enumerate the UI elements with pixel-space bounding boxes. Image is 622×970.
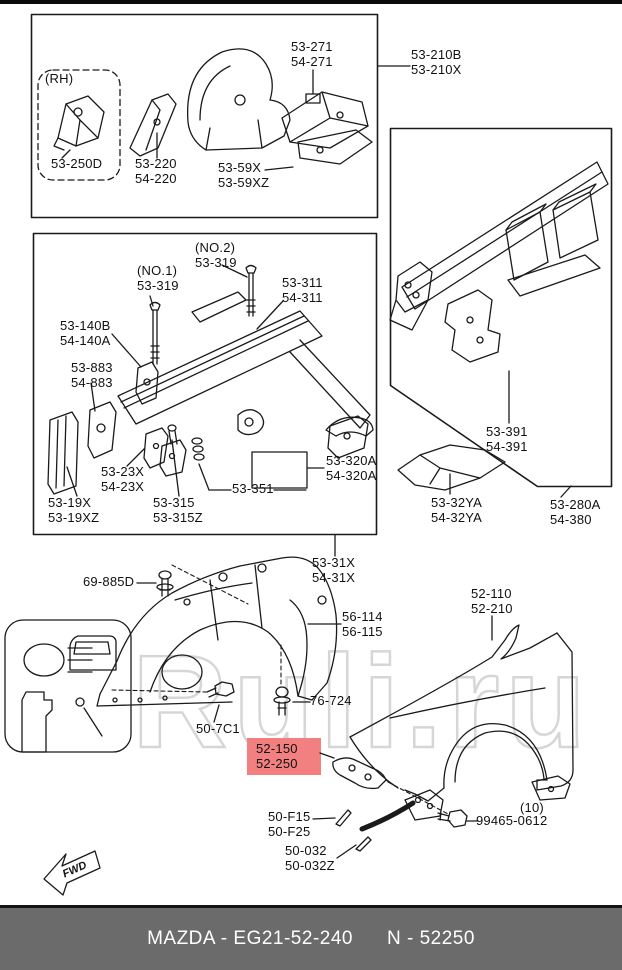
footer-bar: MAZDA - EG21-52-240 N - 52250	[0, 905, 622, 970]
leader-lines	[61, 65, 572, 859]
fwd-arrow-label: FWD	[61, 859, 89, 880]
label-rh: (RH)	[45, 71, 74, 86]
label-qty-10: (10)	[520, 800, 544, 815]
box3-parts-art	[389, 161, 609, 491]
label-53-250d: 53-250D	[51, 156, 103, 171]
wheel-liner-art	[96, 556, 338, 707]
label-50-7c1: 50-7C1	[196, 721, 240, 736]
watermark-icon	[4, 619, 132, 753]
rh-dashed-frame	[37, 69, 121, 181]
fwd-arrow: FWD	[43, 850, 101, 896]
box2-parts-art	[47, 264, 374, 495]
label-53-351: 53-351	[232, 481, 274, 496]
footer-part-number: MAZDA - EG21-52-240	[147, 928, 353, 949]
box3-frame	[389, 127, 613, 488]
box1-frame	[30, 13, 379, 219]
top-black-bar	[0, 0, 622, 4]
box2-frame	[32, 232, 378, 536]
label-no1-53-319: (NO.1)53-319	[137, 263, 179, 293]
footer-catalog-number: N - 52250	[386, 928, 475, 949]
selected-part-highlight	[247, 738, 321, 775]
label-76-724: 76-724	[310, 693, 352, 708]
label-99465-0612: 99465-0612	[476, 813, 548, 828]
fastener-art	[156, 570, 468, 828]
label-69-885d: 69-885D	[83, 574, 135, 589]
label-no2-53-319: (NO.2)53-319	[195, 240, 237, 270]
watermark-text: Ruli.ru	[131, 628, 592, 775]
box1-parts-art	[53, 48, 373, 165]
